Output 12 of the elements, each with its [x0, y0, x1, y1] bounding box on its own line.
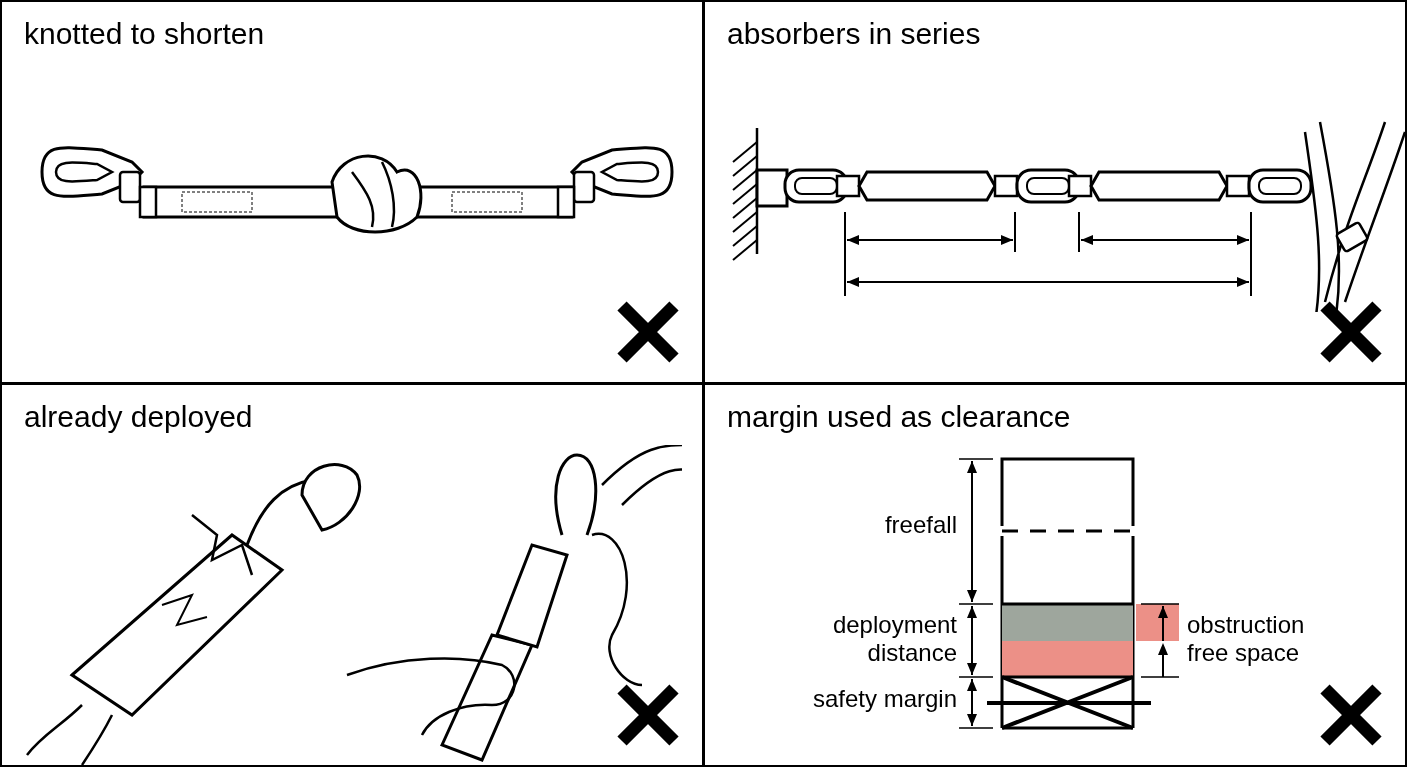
panel-heading: already deployed — [24, 399, 253, 435]
panel — [0, 0, 704, 384]
panel-heading: knotted to shorten — [24, 16, 265, 52]
panel — [703, 383, 1407, 767]
dimension-label: safety margin — [811, 685, 957, 713]
dimension-label: freefall — [883, 511, 957, 539]
dimension-label: obstruction free space — [1187, 611, 1306, 667]
dimension-label: deployment distance — [831, 611, 957, 667]
panel-heading: margin used as clearance — [727, 399, 1071, 435]
panel — [0, 383, 704, 767]
panel — [703, 0, 1407, 384]
panel-heading: absorbers in series — [727, 16, 981, 52]
